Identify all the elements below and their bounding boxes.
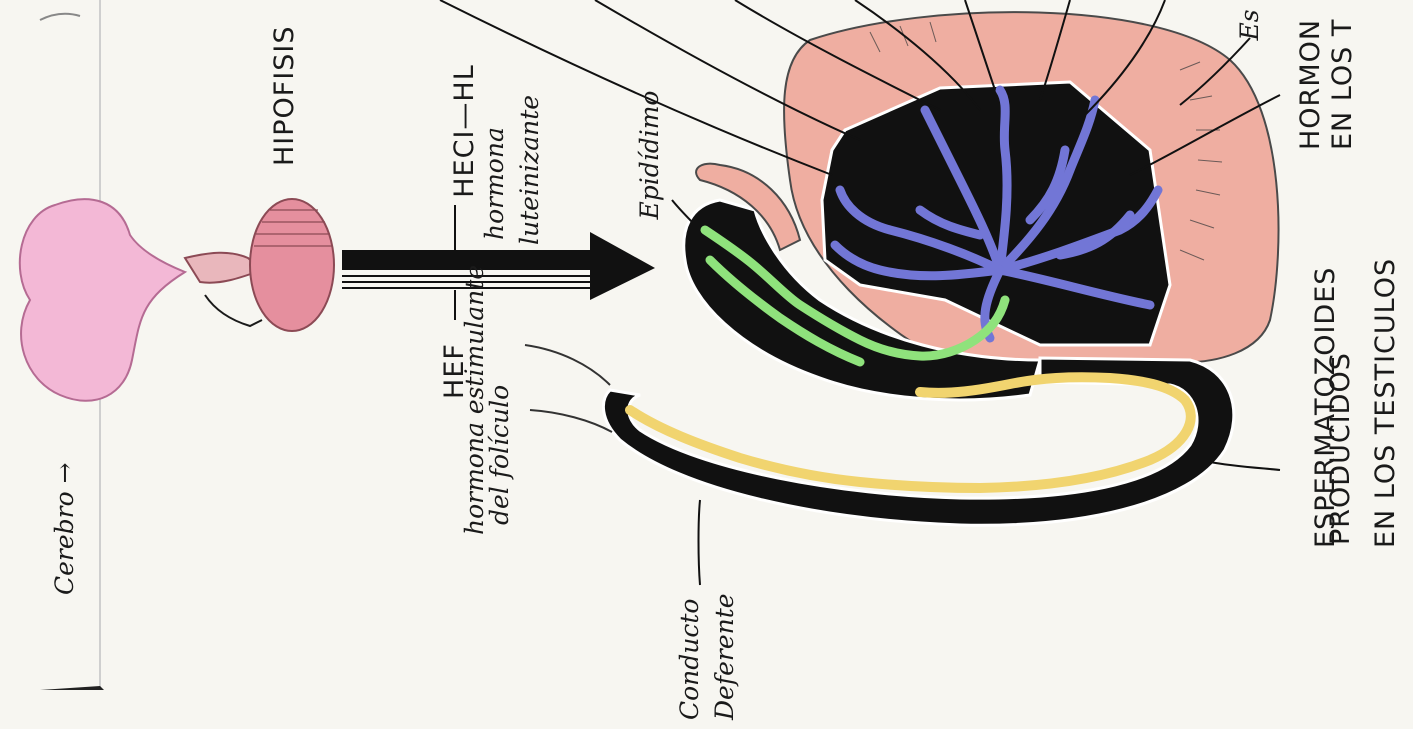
lh-name-line2: luteinizante [515,115,545,245]
vas-deferens-line1: Conducto [675,600,705,720]
epididymis-label: Epidídimo [635,90,665,220]
hormone-line2: EN LOS T [1327,10,1357,150]
margin-line-base [40,686,104,690]
hormone-line1: HORMON [1295,10,1325,150]
vas-deferens-line2: Deferente [710,600,740,720]
corner-mark [40,14,80,20]
vas-deferens-outer [525,345,610,385]
pituitary-outline-low [205,295,262,326]
pituitary-label: HIPOFISIS [269,26,301,166]
brain-shape [20,199,185,401]
fsh-name-line2: del folículo [485,395,515,525]
pituitary-gland [250,199,334,331]
lh-name-line1: hormona [480,130,510,240]
sperm-line2: PRODUCIDOS [1325,365,1355,545]
sperm-line3: EN LOS TESTICULOS [1370,268,1400,548]
top-fragment-label: Es [1235,0,1265,50]
lh-code-label: HECI—HL [449,46,481,216]
vas-deferens-outer-2 [530,410,612,432]
hormone-arrow [342,232,655,300]
brain-label: Cerebro → [50,485,80,595]
